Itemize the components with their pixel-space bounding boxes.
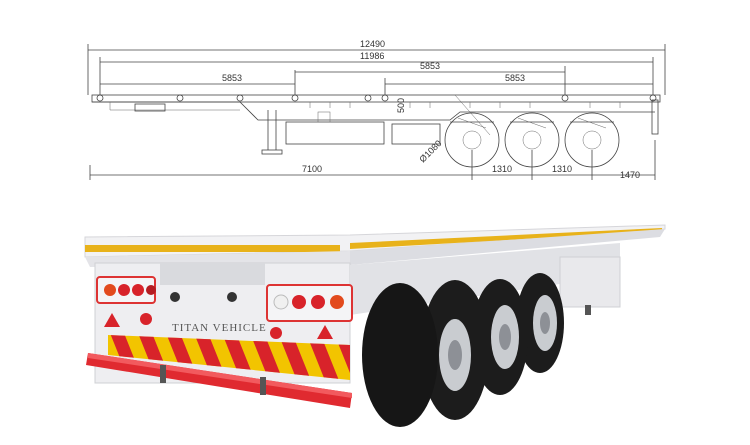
- dim-rear-overhang: 1470: [620, 170, 640, 180]
- reverse-light-right: [270, 327, 282, 339]
- reverse-light-left: [140, 313, 152, 325]
- dim-rear-span: 5853: [505, 73, 525, 83]
- dim-platform-length: 11986: [360, 51, 384, 61]
- axle-wheels: [444, 112, 620, 168]
- rear-tires: [362, 273, 564, 427]
- trailer-photo: TITAN VEHICLE: [84, 224, 666, 427]
- tail-light-cluster-right: [266, 284, 353, 322]
- reflector-triangle-left: [104, 313, 120, 327]
- socket-left: [170, 292, 180, 302]
- dim-axle-spacing-2: 1310: [552, 164, 572, 174]
- tail-light-cluster-left: [96, 276, 156, 304]
- dim-mid-span: 5853: [420, 61, 440, 71]
- dim-front-span: 5853: [222, 73, 242, 83]
- dim-height-step: 500: [396, 98, 406, 113]
- dimension-lines: [87, 44, 666, 180]
- rear-bumper-bar: [86, 353, 352, 408]
- brand-text: TITAN VEHICLE: [172, 322, 267, 334]
- socket-right: [227, 292, 237, 302]
- side-view-drawing: 12490 11986 5853 5853 5853 500 Ø1080 710…: [87, 39, 666, 180]
- chassis-outline: [91, 94, 661, 155]
- dim-overall-length: 12490: [360, 39, 385, 49]
- dim-axle-spacing-1: 1310: [492, 164, 512, 174]
- dim-kingpin-to-axle: 7100: [302, 164, 322, 174]
- reflector-triangle-right: [317, 325, 333, 339]
